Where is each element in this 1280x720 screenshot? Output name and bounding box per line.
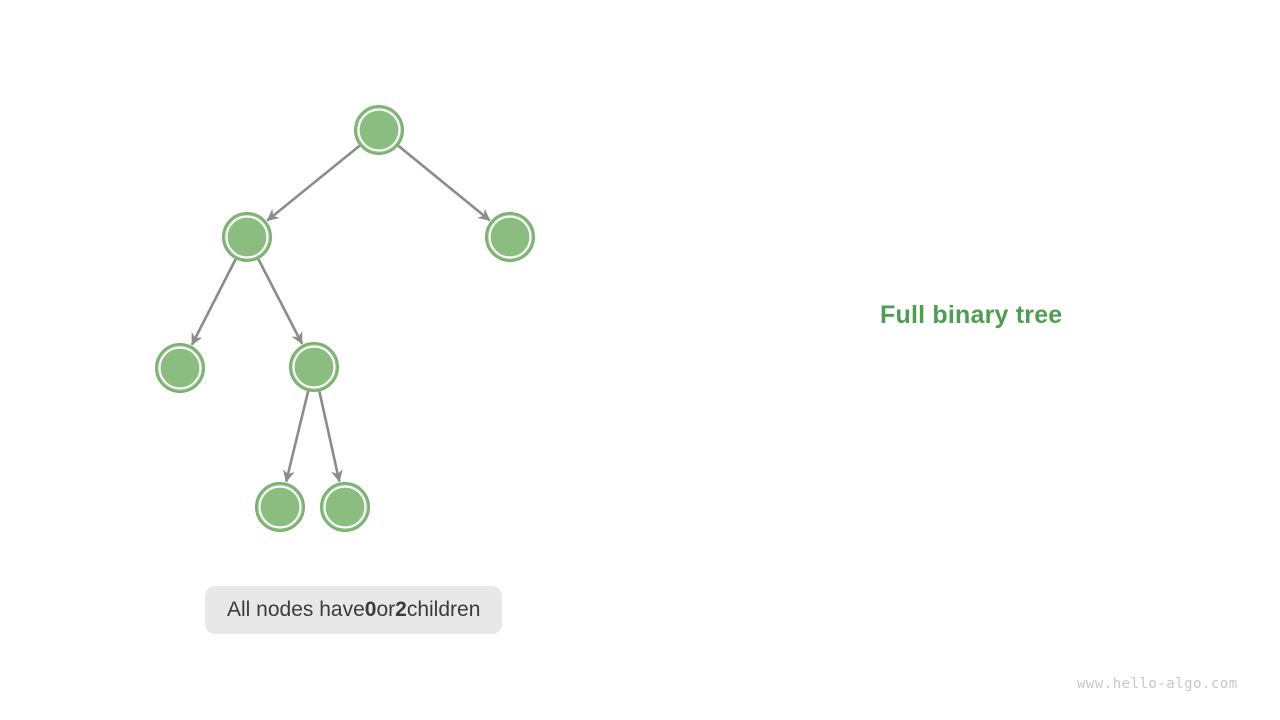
- tree-node-body: [222, 212, 272, 262]
- tree-node-root: [354, 105, 404, 155]
- tree-node-inner-ring: [158, 346, 202, 390]
- caption-text-segment: All nodes have: [227, 598, 365, 621]
- tree-node-inner-ring: [258, 485, 302, 529]
- tree-node-inner-ring: [292, 345, 336, 389]
- caption-text-segment: 0: [364, 598, 377, 621]
- diagram-title: Full binary tree: [880, 301, 1063, 329]
- caption-box: All nodes have 0 or 2 children: [205, 586, 503, 634]
- tree-node-body: [289, 342, 339, 392]
- tree-node-inner-ring: [488, 215, 532, 259]
- tree-node-inner-ring: [225, 215, 269, 259]
- watermark: www.hello-algo.com: [1077, 676, 1238, 692]
- tree-node-body: [320, 482, 370, 532]
- tree-edge-level3-right-to-level4-left: [282, 390, 310, 483]
- tree-node-inner-ring: [323, 485, 367, 529]
- tree-edge-root-to-level2-right: [397, 144, 491, 222]
- tree-edge-level2-left-to-level3-right: [257, 258, 304, 345]
- tree-node-inner-ring: [357, 108, 401, 152]
- tree-node-level3-left: [155, 343, 205, 393]
- tree-node-level4-right: [320, 482, 370, 532]
- tree-edge-level2-left-to-level3-left: [190, 258, 237, 346]
- tree-edge-level3-right-to-level4-right: [318, 391, 343, 483]
- tree-edge-root-to-level2-left: [266, 144, 361, 222]
- caption-text-segment: or: [376, 598, 396, 621]
- tree-node-body: [155, 343, 205, 393]
- tree-node-level2-left: [222, 212, 272, 262]
- tree-node-body: [255, 482, 305, 532]
- tree-node-body: [354, 105, 404, 155]
- tree-node-body: [485, 212, 535, 262]
- tree-node-level2-right: [485, 212, 535, 262]
- tree-node-level3-right: [289, 342, 339, 392]
- caption-text-segment: children: [406, 598, 481, 621]
- caption-text-segment: 2: [395, 598, 407, 621]
- tree-node-level4-left: [255, 482, 305, 532]
